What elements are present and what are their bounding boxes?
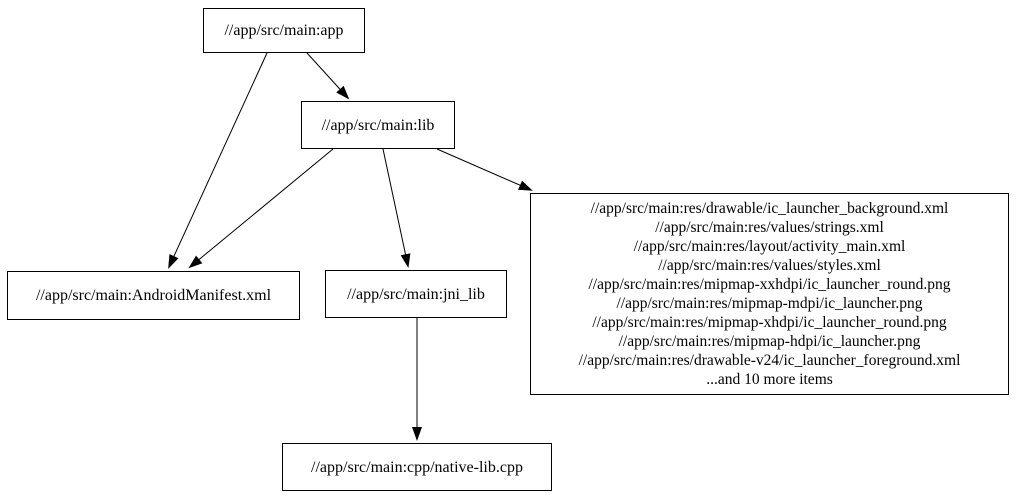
res-group-line: //app/src/main:res/drawable/ic_launcher_… — [590, 200, 949, 217]
edge-app-to-manifest — [168, 52, 268, 269]
node-android-manifest-label: //app/src/main:AndroidManifest.xml — [35, 287, 272, 304]
res-group-line: //app/src/main:res/layout/activity_main.… — [633, 238, 906, 255]
res-group-line: //app/src/main:res/mipmap-xxhdpi/ic_laun… — [588, 276, 951, 293]
edge-lib-to-manifest — [188, 148, 334, 269]
node-lib-label: //app/src/main:lib — [321, 116, 435, 134]
res-group-line: //app/src/main:res/mipmap-xhdpi/ic_launc… — [592, 314, 947, 331]
res-group-line: //app/src/main:res/mipmap-mdpi/ic_launch… — [616, 295, 923, 312]
node-jni-lib: //app/src/main:jni_lib — [325, 270, 507, 318]
node-lib: //app/src/main:lib — [301, 101, 455, 149]
node-app: //app/src/main:app — [203, 8, 365, 53]
node-app-label: //app/src/main:app — [224, 22, 344, 39]
node-native-lib-cpp: //app/src/main:cpp/native-lib.cpp — [282, 443, 552, 491]
res-group-line: //app/src/main:res/drawable-v24/ic_launc… — [578, 352, 961, 369]
res-group-more-items: ...and 10 more items — [706, 371, 833, 388]
node-jni-lib-label: //app/src/main:jni_lib — [347, 285, 485, 303]
edge-lib-to-jni-lib — [382, 148, 411, 268]
node-android-manifest: //app/src/main:AndroidManifest.xml — [7, 271, 300, 320]
node-res-group: //app/src/main:res/drawable/ic_launcher_… — [530, 193, 1009, 395]
res-group-line: //app/src/main:res/values/styles.xml — [658, 257, 881, 274]
edge-app-to-lib — [306, 52, 350, 100]
res-group-line: //app/src/main:res/mipmap-hdpi/ic_launch… — [618, 333, 921, 350]
res-group-line: //app/src/main:res/values/strings.xml — [655, 219, 884, 236]
node-native-lib-cpp-label: //app/src/main:cpp/native-lib.cpp — [311, 458, 523, 476]
edge-lib-to-res-group — [436, 148, 533, 191]
